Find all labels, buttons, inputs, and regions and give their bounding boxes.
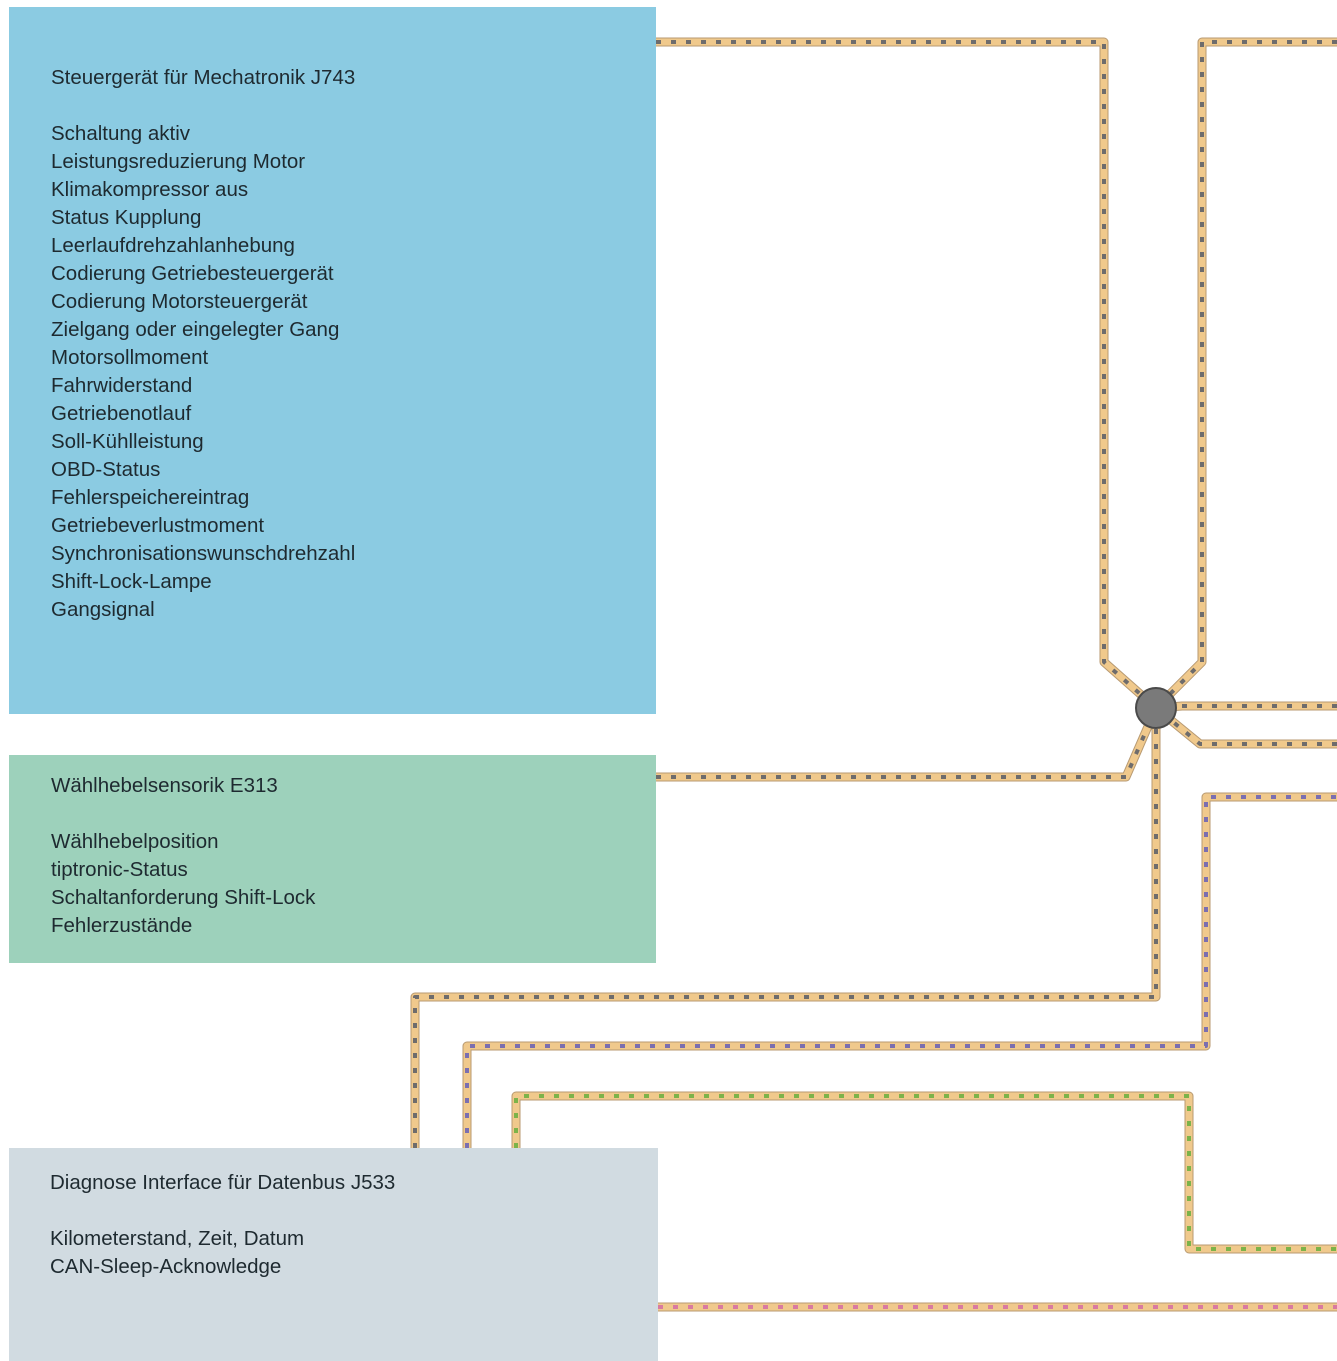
e313-signal: Wählhebelposition (51, 830, 219, 853)
bus-wire-right-upper (1155, 701, 1337, 713)
j743-signal: Zielgang oder eingelegter Gang (51, 318, 340, 341)
e313-signal-list: Wählhebelposition tiptronic-Status Schal… (51, 828, 656, 940)
e313-signal: Fehlerzustände (51, 914, 193, 937)
j533-signal: Kilometerstand, Zeit, Datum (50, 1227, 305, 1250)
bus-wire-j743-top (656, 37, 1159, 712)
j533-diagnose-interface-box: Diagnose Interface für Datenbus J533 Kil… (9, 1148, 658, 1361)
j743-signal-list: Schaltung aktiv Leistungsreduzierung Mot… (51, 120, 656, 624)
j743-signal: Codierung Getriebesteuergerät (51, 262, 334, 285)
e313-signal: tiptronic-Status (51, 858, 188, 881)
j743-signal: Getriebenotlauf (51, 402, 192, 425)
j743-signal: Motorsollmoment (51, 346, 209, 369)
j743-signal: Gangsignal (51, 598, 155, 621)
j743-signal: Status Kupplung (51, 206, 202, 229)
j743-signal: Codierung Motorsteuergerät (51, 290, 308, 313)
j743-signal: Synchronisationswunschdrehzahl (51, 542, 356, 565)
j743-signal: Leistungsreduzierung Motor (51, 150, 306, 173)
j533-signal-list: Kilometerstand, Zeit, Datum CAN-Sleep-Ac… (50, 1225, 658, 1281)
bus-wire-right-lower (1153, 704, 1337, 749)
bus-wire-j533-green (511, 1091, 1337, 1254)
j743-signal: Fehlerspeichereintrag (51, 486, 250, 509)
j743-signal: Soll-Kühlleistung (51, 430, 204, 453)
j743-signal: Schaltung aktiv (51, 122, 191, 145)
j533-signal: CAN-Sleep-Acknowledge (50, 1255, 282, 1278)
e313-title: Wählhebelsensorik E313 (51, 774, 278, 797)
j743-signal: Fahrwiderstand (51, 374, 193, 397)
e313-signal: Schaltanforderung Shift-Lock (51, 886, 316, 909)
bus-wire-j533-violet (462, 792, 1337, 1148)
j743-signal: Klimakompressor aus (51, 178, 249, 201)
j533-title: Diagnose Interface für Datenbus J533 (50, 1171, 396, 1194)
bus-wire-e313 (656, 706, 1161, 782)
j743-signal: Leerlaufdrehzahlanhebung (51, 234, 295, 257)
bus-junction-node (1135, 687, 1177, 729)
j743-signal: Shift-Lock-Lampe (51, 570, 212, 593)
e313-selector-sensor-box: Wählhebelsensorik E313 Wählhebelposition… (9, 755, 656, 963)
j743-title: Steuergerät für Mechatronik J743 (51, 66, 356, 89)
j743-signal: OBD-Status (51, 458, 161, 481)
j743-signal: Getriebeverlustmoment (51, 514, 265, 537)
bus-wire-top-right (1152, 37, 1337, 712)
bus-wire-j533-orange (410, 708, 1161, 1148)
j743-mechatronik-box: Steuergerät für Mechatronik J743 Schaltu… (9, 7, 656, 714)
